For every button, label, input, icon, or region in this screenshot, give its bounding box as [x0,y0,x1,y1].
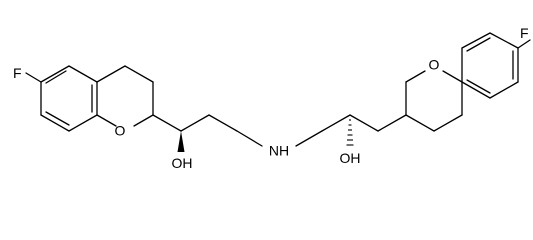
left-chroman-ring-system [25,65,154,132]
amine-label: NH [269,143,289,159]
hydroxyl-label-right: OH [340,150,361,166]
fluorine-label-right: F [520,25,529,41]
right-chroman-ring-system [405,32,531,132]
hashed-bond [346,119,354,146]
right-side-chain [295,114,407,147]
ring-oxygen-label-right: O [429,57,440,73]
ring-oxygen-label-left: O [115,123,126,139]
hydroxyl-label-left: OH [172,155,193,171]
left-side-chain [152,114,263,152]
wedge-bond [177,131,185,152]
molecule-structure-diagram: F O OH NH OH O F [13,25,531,171]
fluorine-label-left: F [13,65,22,81]
